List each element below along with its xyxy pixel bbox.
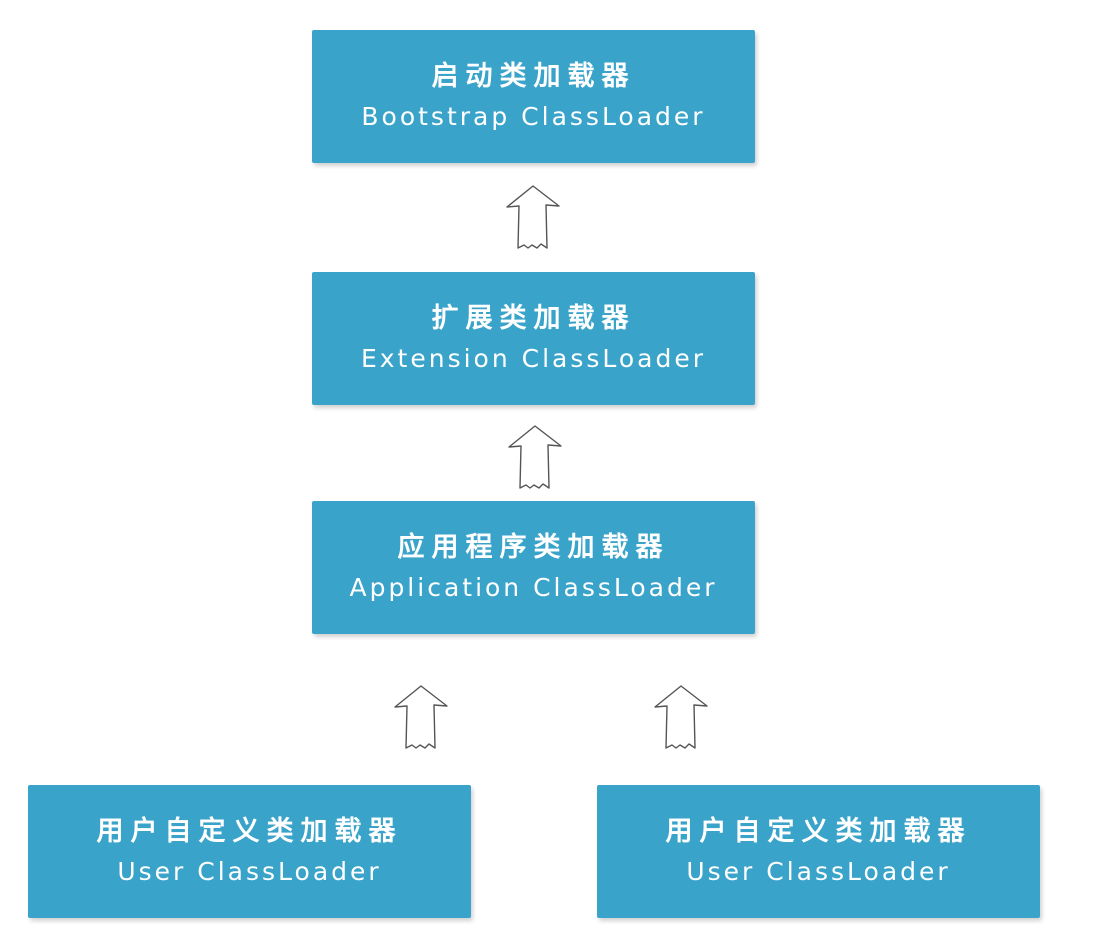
node-user-classloader-right: 用户自定义类加载器 User ClassLoader	[597, 785, 1040, 918]
hollow-up-arrow-icon	[506, 185, 560, 249]
node-user-classloader-left: 用户自定义类加载器 User ClassLoader	[28, 785, 471, 918]
node-application-classloader: 应用程序类加载器 Application ClassLoader	[312, 501, 755, 634]
node-subtitle: Application ClassLoader	[349, 572, 718, 602]
node-subtitle: User ClassLoader	[117, 856, 382, 886]
node-title: 用户自定义类加载器	[665, 815, 972, 847]
node-subtitle: Bootstrap ClassLoader	[361, 101, 706, 131]
node-title: 用户自定义类加载器	[96, 815, 403, 847]
hollow-up-arrow-icon	[508, 425, 562, 489]
node-subtitle: User ClassLoader	[686, 856, 951, 886]
node-subtitle: Extension ClassLoader	[360, 343, 707, 373]
node-title: 扩展类加载器	[431, 302, 636, 334]
node-bootstrap-classloader: 启动类加载器 Bootstrap ClassLoader	[312, 30, 755, 163]
hollow-up-arrow-icon	[394, 685, 448, 749]
node-extension-classloader: 扩展类加载器 Extension ClassLoader	[312, 272, 755, 405]
node-title: 应用程序类加载器	[397, 531, 670, 563]
node-title: 启动类加载器	[431, 60, 636, 92]
hollow-up-arrow-icon	[654, 685, 708, 749]
